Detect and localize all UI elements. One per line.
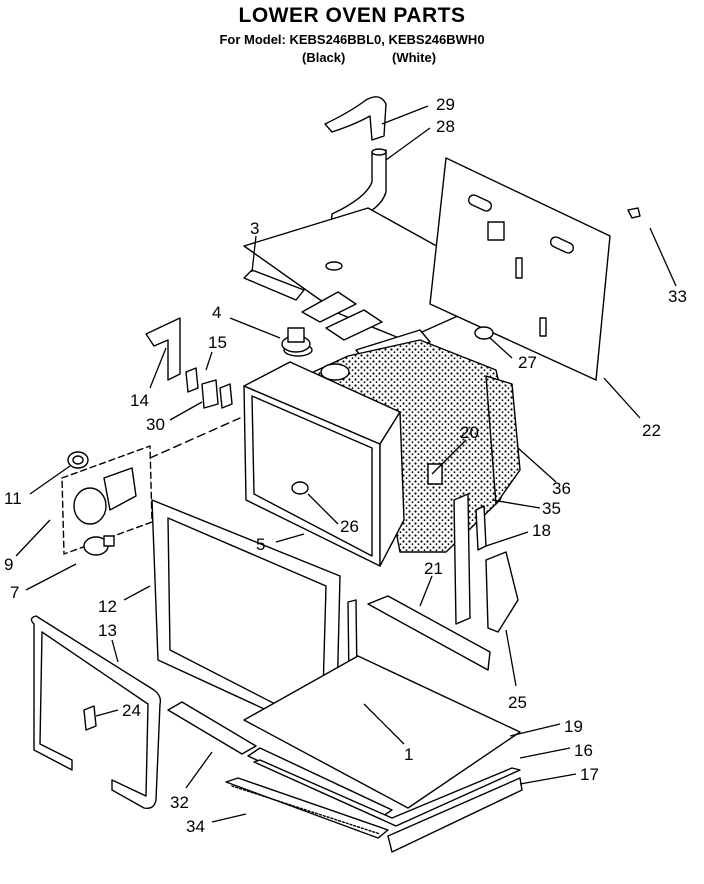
callout-35: 35 [542,499,561,518]
callout-15: 15 [208,333,227,352]
color-black-label: (Black) [302,50,346,65]
callout-21: 21 [424,559,443,578]
callout-4: 4 [212,303,221,322]
callout-7: 7 [10,583,19,602]
callout-32: 32 [170,793,189,812]
callout-25: 25 [508,693,527,712]
callout-33: 33 [668,287,687,306]
door-handle [167,701,257,755]
floor-rail [367,595,491,671]
callout-34: 34 [186,817,205,836]
callout-18: 18 [532,521,551,540]
color-white-label: (White) [392,50,437,65]
callout-11: 11 [4,489,22,508]
callout-13: 13 [98,621,117,640]
callout-3: 3 [250,219,259,238]
callout-16: 16 [574,741,593,760]
door-gasket [30,615,162,810]
callout-14: 14 [130,391,149,410]
callout-24: 24 [122,701,141,720]
callout-labels: 29 28 3 33 4 15 14 27 30 22 20 36 11 35 … [4,95,687,836]
callout-9: 9 [4,555,13,574]
callout-29: 29 [436,95,455,114]
callout-30: 30 [146,415,165,434]
diagram-title: LOWER OVEN PARTS [238,4,466,27]
side-bracket [145,317,181,381]
callout-19: 19 [564,717,583,736]
oven-light-socket [103,467,137,511]
side-channel [453,493,471,625]
callout-12: 12 [98,597,117,616]
vent-hose [324,96,387,141]
callout-5: 5 [256,535,265,554]
callout-22: 22 [642,421,661,440]
front-strip [387,777,523,853]
callout-36: 36 [552,479,571,498]
door-switch [201,379,219,409]
callout-27: 27 [518,353,537,372]
color-variants: (Black) (White) [0,50,704,68]
door-hinge [485,551,519,633]
callout-20: 20 [460,423,479,442]
callout-1: 1 [404,745,413,764]
callout-26: 26 [340,517,359,536]
oven-bottom-panel [243,655,521,809]
callout-17: 17 [580,765,599,784]
callout-28: 28 [436,117,455,136]
model-numbers: For Model: KEBS246BBL0, KEBS246BWH0 [219,32,485,47]
